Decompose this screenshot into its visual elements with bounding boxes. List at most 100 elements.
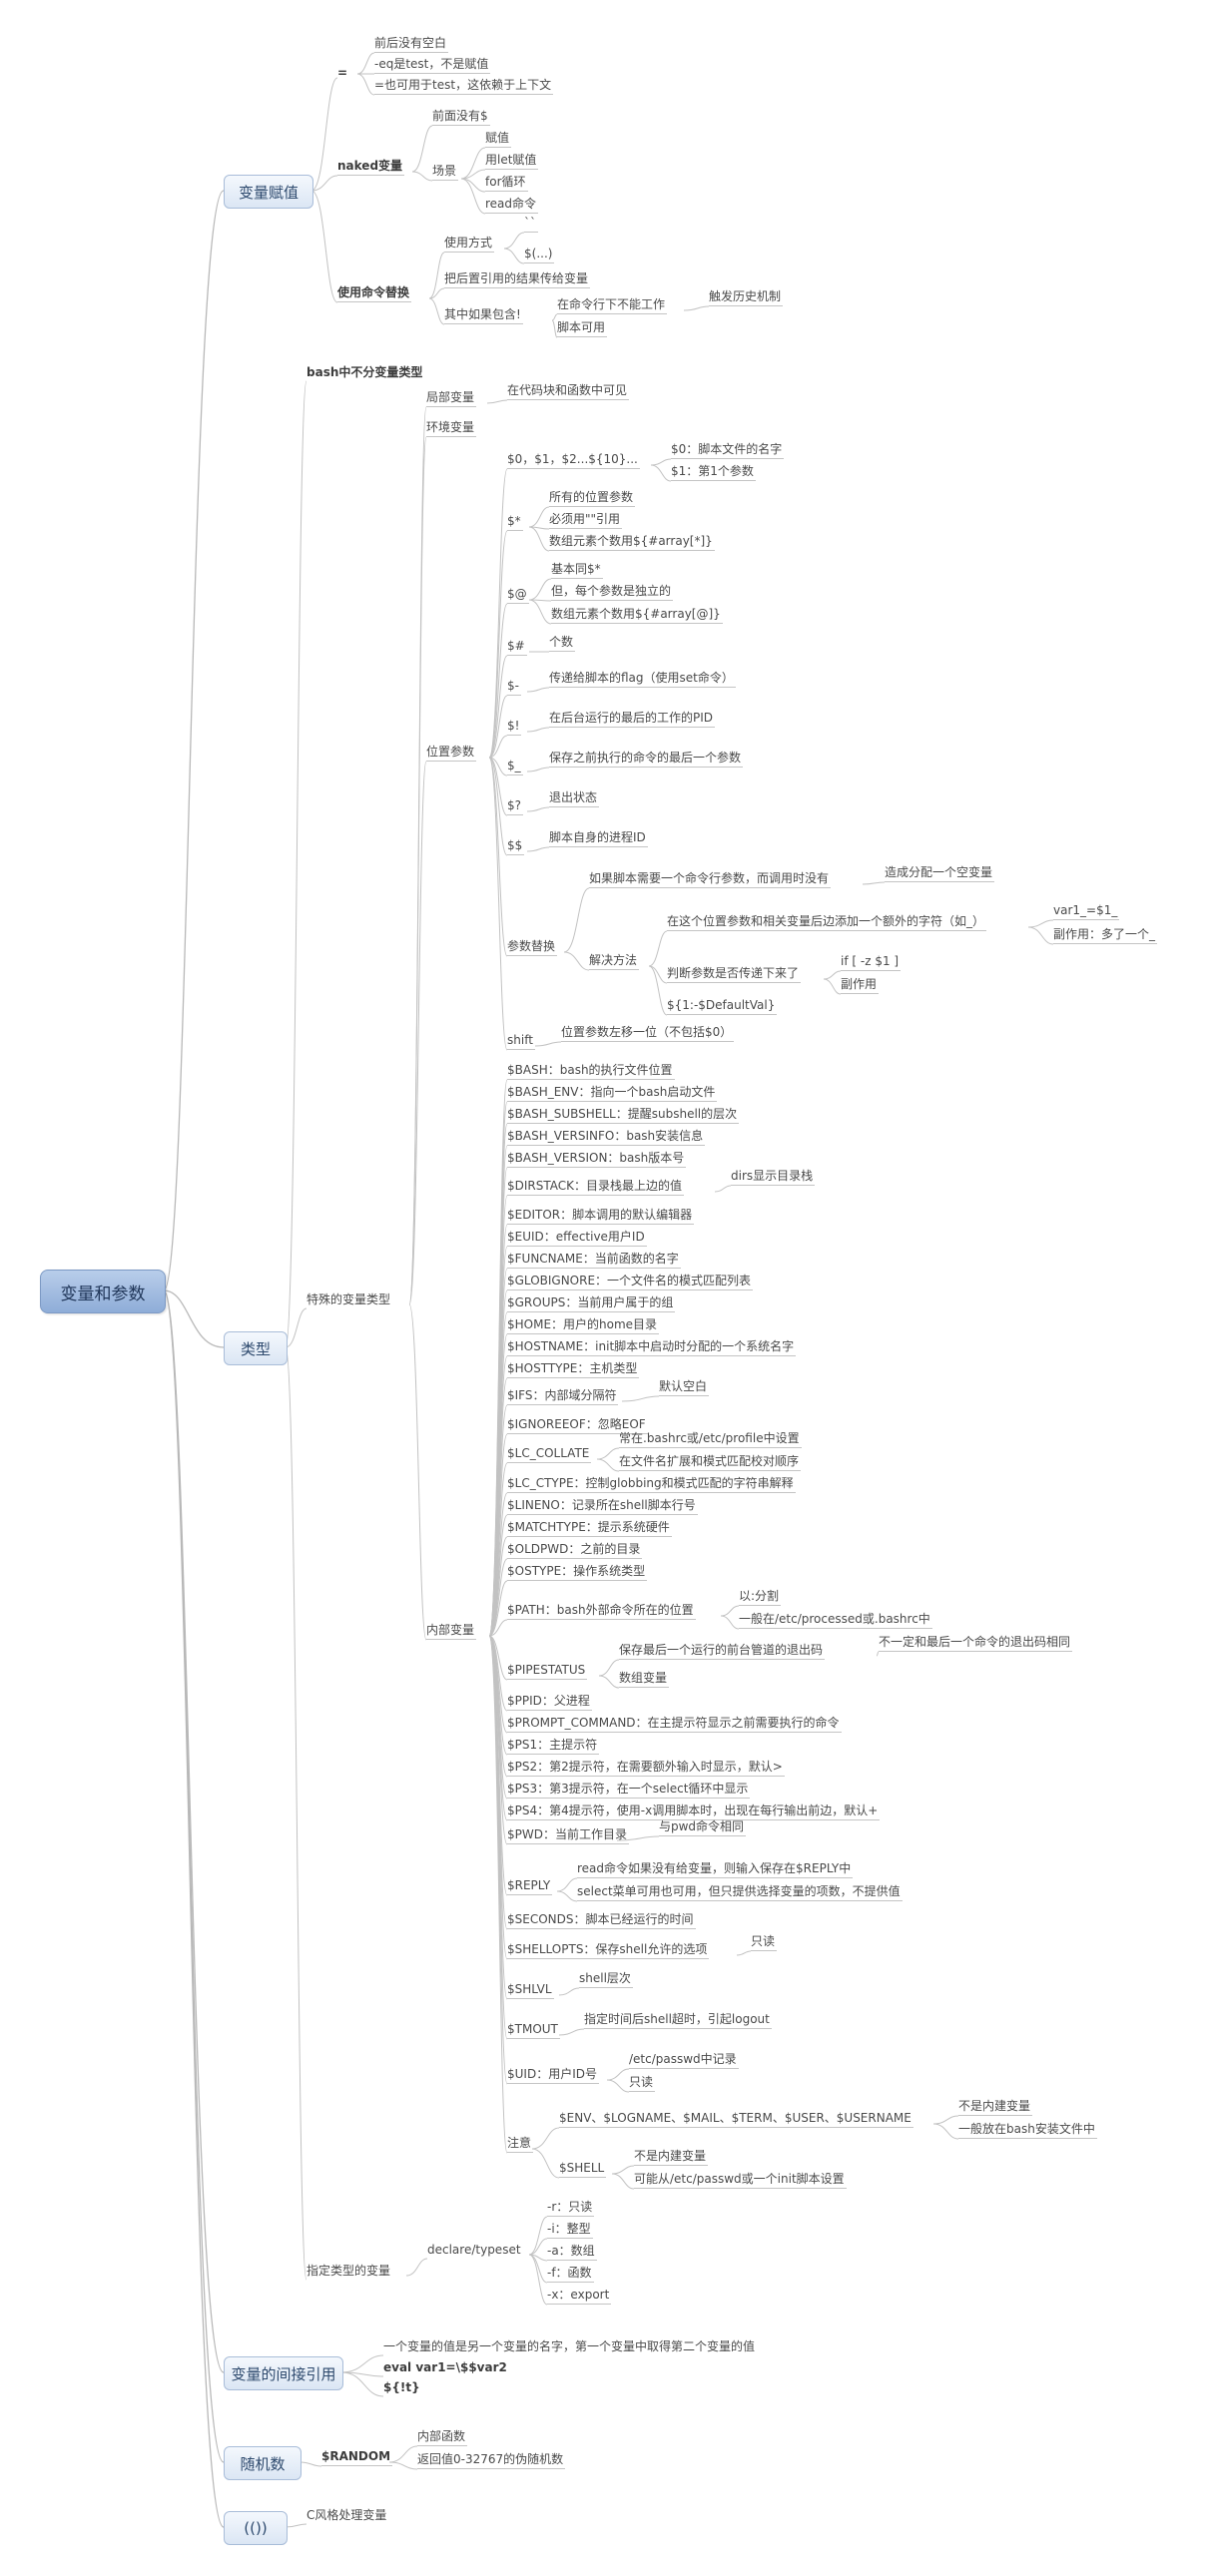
reply-2[interactable]: select菜单可用也可用，但只提供选择变量的项数，不提供值 <box>577 1884 903 1901</box>
internal-var-26[interactable]: $PROMPT_COMMAND：在主提示符显示之前需要执行的命令 <box>507 1716 842 1733</box>
naked-scene[interactable]: 场景 <box>432 164 459 181</box>
cmdsub-assign-result[interactable]: 把后置引用的结果传给变量 <box>444 271 591 288</box>
at-item-1[interactable]: 基本同$* <box>551 562 603 579</box>
internal-var-11[interactable]: $GROUPS：当前用户属于的组 <box>507 1295 676 1312</box>
internal-var-24[interactable]: $PIPESTATUS <box>507 1663 588 1680</box>
types-env[interactable]: 环境变量 <box>426 420 477 437</box>
types-local[interactable]: 局部变量 <box>426 390 477 407</box>
p0-first[interactable]: $1：第1个参数 <box>671 464 756 481</box>
note-shell[interactable]: $SHELL <box>559 2161 607 2178</box>
tmout-note[interactable]: 指定时间后shell超时，引起logout <box>584 2012 772 2029</box>
internal-var-3[interactable]: $BASH_SUBSHELL：提醒subshell的层次 <box>507 1107 740 1124</box>
subst-sol3[interactable]: ${1:-$DefaultVal} <box>667 998 778 1015</box>
subst-missing[interactable]: 如果脚本需要一个命令行参数，而调用时没有 <box>589 871 832 888</box>
hash-desc[interactable]: 个数 <box>549 635 576 652</box>
internal-var-25[interactable]: $PPID：父进程 <box>507 1694 592 1711</box>
declare-x[interactable]: -x：export <box>547 2288 612 2305</box>
path-sep[interactable]: 以:分割 <box>739 1589 782 1606</box>
internal-var-5[interactable]: $BASH_VERSION：bash版本号 <box>507 1151 687 1168</box>
internal-var-32[interactable]: $REPLY <box>507 1878 553 1895</box>
pipestatus-2[interactable]: 数组变量 <box>619 1671 670 1688</box>
internal-var-13[interactable]: $HOSTNAME：init脚本中启动时分配的一个系统名字 <box>507 1339 797 1356</box>
subst-solution[interactable]: 解决方法 <box>589 953 640 970</box>
types-positional[interactable]: 位置参数 <box>426 745 477 762</box>
random-var[interactable]: $RANDOM <box>321 2449 393 2466</box>
eq-item-3[interactable]: =也可用于test，这依赖于上下文 <box>374 78 554 95</box>
internal-var-28[interactable]: $PS2：第2提示符，在需要额外输入时显示，默认> <box>507 1760 785 1777</box>
question-desc[interactable]: 退出状态 <box>549 790 600 807</box>
types-internal[interactable]: 内部变量 <box>426 1623 477 1640</box>
internal-var-12[interactable]: $HOME：用户的home目录 <box>507 1317 660 1334</box>
ifs-note[interactable]: 默认空白 <box>659 1379 710 1396</box>
internal-var-1[interactable]: $BASH：bash的执行文件位置 <box>507 1063 675 1080</box>
internal-var-9[interactable]: $FUNCNAME：当前函数的名字 <box>507 1252 681 1269</box>
subst-sol1[interactable]: 在这个位置参数和相关变量后边添加一个额外的字符（如_） <box>667 914 987 931</box>
note-env[interactable]: $ENV、$LOGNAME、$MAIL、$TERM、$USER、$USERNAM… <box>559 2111 913 2128</box>
pos-bang[interactable]: $! <box>507 719 522 736</box>
assign-eq[interactable]: = <box>337 66 348 80</box>
naked-no-dollar[interactable]: 前面没有$ <box>432 109 490 126</box>
pos-question[interactable]: $? <box>507 798 524 815</box>
note-env-1[interactable]: 不是内建变量 <box>958 2099 1033 2116</box>
internal-var-8[interactable]: $EUID：effective用户ID <box>507 1230 647 1247</box>
internal-var-18[interactable]: $LC_CTYPE：控制globbing和模式匹配的字符串解释 <box>507 1476 796 1493</box>
note-env-2[interactable]: 一般放在bash安装文件中 <box>958 2122 1097 2139</box>
at-item-3[interactable]: 数组元素个数用${#array[@]} <box>551 607 723 624</box>
internal-var-23[interactable]: $PATH：bash外部命令所在的位置 <box>507 1603 696 1620</box>
pos-at[interactable]: $@ <box>507 587 529 604</box>
usage-dollar-paren[interactable]: $(...) <box>524 247 555 263</box>
lc-collate-2[interactable]: 在文件名扩展和模式匹配校对顺序 <box>619 1454 802 1471</box>
uid-2[interactable]: 只读 <box>629 2075 656 2092</box>
random-internal[interactable]: 内部函数 <box>417 2429 468 2446</box>
path-location[interactable]: 一般在/etc/processed或.bashrc中 <box>739 1612 932 1629</box>
types-special[interactable]: 特殊的变量类型 <box>306 1292 391 1306</box>
topic-random[interactable]: 随机数 <box>224 2446 302 2480</box>
local-desc[interactable]: 在代码块和函数中可见 <box>507 383 630 400</box>
star-item-3[interactable]: 数组元素个数用${#array[*]} <box>549 534 715 551</box>
uid-1[interactable]: /etc/passwd中记录 <box>629 2052 739 2069</box>
declare-r[interactable]: -r：只读 <box>547 2200 595 2217</box>
internal-var-38[interactable]: 注意 <box>507 2136 534 2153</box>
internal-var-21[interactable]: $OLDPWD：之前的目录 <box>507 1542 643 1559</box>
assign-cmdsub[interactable]: 使用命令替换 <box>337 285 412 302</box>
internal-var-33[interactable]: $SECONDS：脚本已经运行的时间 <box>507 1912 696 1929</box>
topic-variable-assignment[interactable]: 变量赋值 <box>224 175 313 209</box>
dparen-desc[interactable]: C风格处理变量 <box>306 2508 387 2522</box>
internal-var-20[interactable]: $MATCHTYPE：提示系统硬件 <box>507 1520 672 1537</box>
pos-subst[interactable]: 参数替换 <box>507 939 558 956</box>
eq-item-1[interactable]: 前后没有空白 <box>374 36 449 53</box>
pwd-note[interactable]: 与pwd命令相同 <box>659 1819 747 1836</box>
internal-var-15[interactable]: $IFS：内部域分隔符 <box>507 1388 619 1405</box>
scene-for[interactable]: for循环 <box>485 175 528 192</box>
pos-dash[interactable]: $- <box>507 679 521 696</box>
cmdsub-script[interactable]: 脚本可用 <box>557 320 608 337</box>
internal-var-34[interactable]: $SHELLOPTS：保存shell允许的选项 <box>507 1942 710 1959</box>
internal-var-10[interactable]: $GLOBIGNORE：一个文件名的模式匹配列表 <box>507 1274 754 1290</box>
declare-i[interactable]: -i：整型 <box>547 2222 593 2239</box>
topic-types[interactable]: 类型 <box>224 1331 288 1365</box>
lc-collate-1[interactable]: 常在.bashrc或/etc/profile中设置 <box>619 1431 802 1448</box>
sol1-side-effect[interactable]: 副作用：多了一个_ <box>1053 927 1158 944</box>
sol2-if[interactable]: if [ -z $1 ] <box>841 954 902 971</box>
internal-var-2[interactable]: $BASH_ENV：指向一个bash启动文件 <box>507 1085 718 1102</box>
pos-shift[interactable]: shift <box>507 1033 535 1050</box>
declare-a[interactable]: -a：数组 <box>547 2244 597 2261</box>
internal-var-35[interactable]: $SHLVL <box>507 1982 554 1999</box>
assign-naked[interactable]: naked变量 <box>337 159 405 176</box>
internal-var-14[interactable]: $HOSTTYPE：主机类型 <box>507 1361 640 1378</box>
sol1-var[interactable]: var1_=$1_ <box>1053 903 1120 920</box>
cmdsub-cmdline[interactable]: 在命令行下不能工作 <box>557 297 668 314</box>
internal-var-19[interactable]: $LINENO：记录所在shell脚本行号 <box>507 1498 698 1515</box>
pipestatus-note[interactable]: 不一定和最后一个命令的退出码相同 <box>879 1635 1073 1652</box>
shlvl-note[interactable]: shell层次 <box>579 1971 633 1988</box>
internal-var-36[interactable]: $TMOUT <box>507 2022 560 2039</box>
cmdsub-history[interactable]: 触发历史机制 <box>709 289 784 306</box>
underscore-desc[interactable]: 保存之前执行的命令的最后一个参数 <box>549 751 744 768</box>
internal-var-6[interactable]: $DIRSTACK：目录栈最上边的值 <box>507 1179 685 1196</box>
pos-underscore[interactable]: $_ <box>507 759 523 775</box>
reply-1[interactable]: read命令如果没有给变量，则输入保存在$REPLY中 <box>577 1861 854 1878</box>
subst-sol2[interactable]: 判断参数是否传递下来了 <box>667 966 802 983</box>
pos-hash[interactable]: $# <box>507 639 527 656</box>
internal-var-37[interactable]: $UID：用户ID号 <box>507 2067 599 2084</box>
shellopts-note[interactable]: 只读 <box>751 1934 778 1951</box>
